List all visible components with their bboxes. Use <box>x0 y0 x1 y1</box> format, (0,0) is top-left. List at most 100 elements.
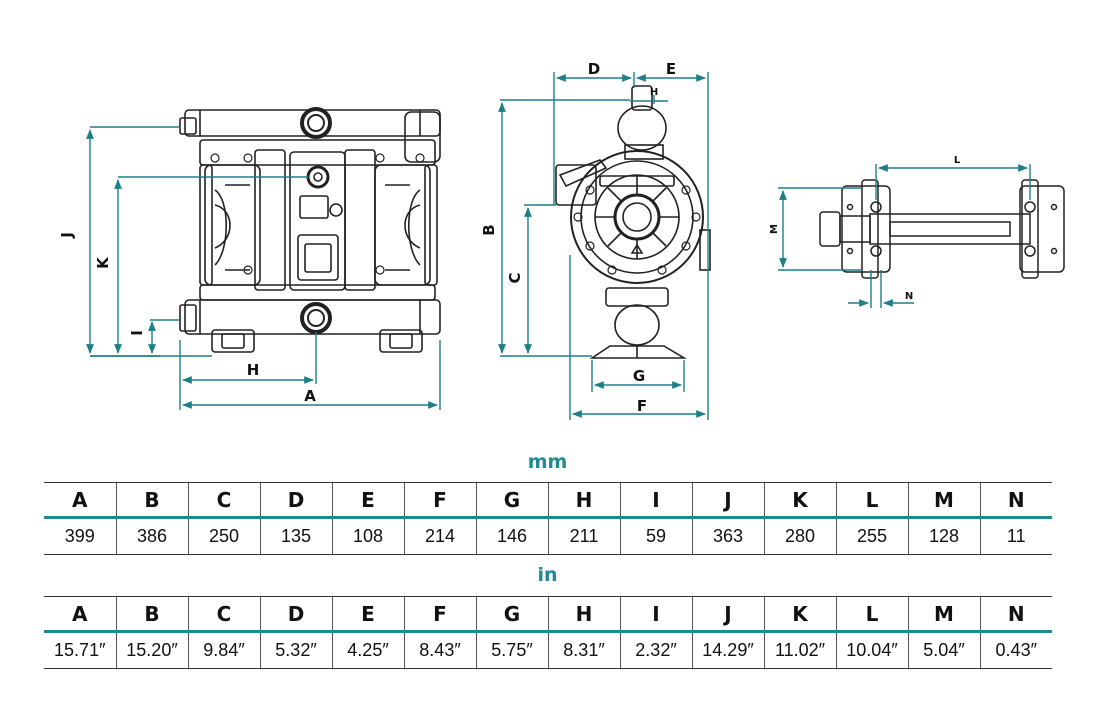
side-view <box>555 85 711 359</box>
mm-value-h: 211 <box>547 517 620 555</box>
in-value-b: 15.20″ <box>115 631 188 669</box>
mm-header-h: H <box>547 482 620 519</box>
base-dimensions <box>778 164 1031 308</box>
mm-value-l: 255 <box>835 517 908 555</box>
mm-header-d: D <box>259 482 332 519</box>
in-header-d: D <box>259 596 332 633</box>
mm-value-d: 135 <box>259 517 332 555</box>
in-header-i: I <box>619 596 692 633</box>
mm-header-i: I <box>619 482 692 519</box>
mm-header-g: G <box>475 482 548 519</box>
dim-label-m: M <box>769 224 780 234</box>
dim-label-f: F <box>637 397 647 415</box>
mm-value-b: 386 <box>115 517 188 555</box>
dim-label-d: D <box>588 60 600 78</box>
side-dimension-labels: D E H B C G F <box>480 60 676 415</box>
base-dimension-labels: L M N <box>769 155 961 302</box>
mm-table-title: mm <box>527 451 568 473</box>
in-table-title: in <box>537 564 558 586</box>
mm-value-e: 108 <box>331 517 404 555</box>
mm-value-k: 280 <box>763 517 836 555</box>
in-header-n: N <box>979 596 1052 633</box>
front-view <box>179 107 441 353</box>
in-value-l: 10.04″ <box>835 631 908 669</box>
mm-header-j: J <box>691 482 764 519</box>
mm-value-i: 59 <box>619 517 692 555</box>
top-port <box>300 107 332 139</box>
side-bolts <box>573 185 701 275</box>
pump-dimension-drawing: J K I H A <box>58 60 1065 420</box>
in-value-h: 8.31″ <box>547 631 620 669</box>
center-block <box>254 149 376 291</box>
dim-label-l: L <box>954 155 961 166</box>
dim-label-g: G <box>633 367 645 385</box>
right-chamber <box>374 164 438 286</box>
in-value-f: 8.43″ <box>403 631 476 669</box>
in-value-n: 0.43″ <box>979 631 1052 669</box>
mm-header-l: L <box>835 482 908 519</box>
in-value-j: 14.29″ <box>691 631 764 669</box>
in-value-a: 15.71″ <box>44 631 116 669</box>
dim-label-n: N <box>905 291 913 302</box>
in-header-c: C <box>187 596 260 633</box>
dim-label-a: A <box>304 387 316 405</box>
in-header-g: G <box>475 596 548 633</box>
mm-value-g: 146 <box>475 517 548 555</box>
mm-value-j: 363 <box>691 517 764 555</box>
diaphragm-housing <box>555 150 711 284</box>
mm-header-m: M <box>907 482 980 519</box>
in-header-k: K <box>763 596 836 633</box>
mm-value-m: 128 <box>907 517 980 555</box>
in-value-m: 5.04″ <box>907 631 980 669</box>
front-bolts <box>210 153 425 275</box>
front-feet <box>211 329 423 353</box>
bottom-manifold <box>179 299 441 335</box>
in-value-d: 5.32″ <box>259 631 332 669</box>
in-header-l: L <box>835 596 908 633</box>
in-value-c: 9.84″ <box>187 631 260 669</box>
in-value-g: 5.75″ <box>475 631 548 669</box>
mm-header-e: E <box>331 482 404 519</box>
mm-header-f: F <box>403 482 476 519</box>
mm-value-a: 399 <box>44 517 116 555</box>
mm-header-k: K <box>763 482 836 519</box>
side-top-outlet <box>617 105 667 151</box>
mm-header-c: C <box>187 482 260 519</box>
dim-label-k: K <box>94 256 112 269</box>
mm-header-n: N <box>979 482 1052 519</box>
in-header-e: E <box>331 596 404 633</box>
in-value-e: 4.25″ <box>331 631 404 669</box>
dim-label-i: I <box>128 330 146 336</box>
in-header-h: H <box>547 596 620 633</box>
right-foot-plate <box>1019 179 1065 279</box>
left-foot-plate <box>841 179 891 279</box>
dim-label-b: B <box>480 224 498 235</box>
in-header-j: J <box>691 596 764 633</box>
in-value-i: 2.32″ <box>619 631 692 669</box>
in-value-k: 11.02″ <box>763 631 836 669</box>
dim-label-c: C <box>506 272 524 283</box>
base-view <box>819 179 1065 279</box>
in-header-b: B <box>115 596 188 633</box>
dim-label-h-side: H <box>650 87 658 98</box>
in-header-a: A <box>44 596 116 633</box>
mm-header-b: B <box>115 482 188 519</box>
front-dimension-labels: J K I H A <box>58 232 316 405</box>
dim-label-e: E <box>666 60 676 78</box>
mm-value-c: 250 <box>187 517 260 555</box>
mm-value-f: 214 <box>403 517 476 555</box>
bottom-port <box>300 302 332 334</box>
dim-label-h-front: H <box>247 361 260 379</box>
mm-value-n: 11 <box>979 517 1052 555</box>
side-bottom-inlet <box>614 304 660 346</box>
mm-header-a: A <box>44 482 116 519</box>
dim-label-j: J <box>58 232 76 239</box>
side-dimensions <box>498 72 709 420</box>
in-header-m: M <box>907 596 980 633</box>
front-dimensions <box>86 126 441 410</box>
